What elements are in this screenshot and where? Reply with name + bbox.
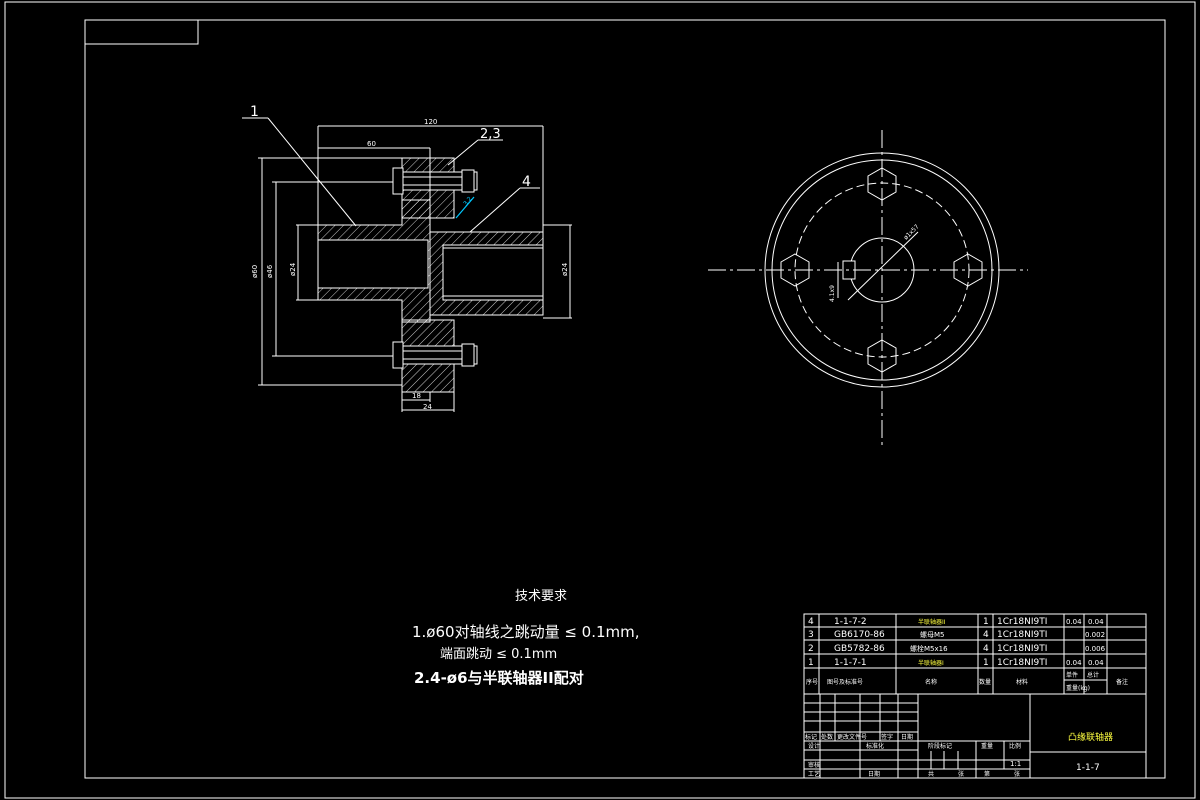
bom-rows: 4 1-1-7-2 半联轴器II 1 1Cr18NI9TI 0.04 0.04 …	[808, 617, 1106, 668]
tb-label-review: 审核	[808, 761, 820, 769]
dim-dia-bore-left: ø24	[289, 262, 297, 276]
bom-row-4-qty: 1	[983, 658, 989, 668]
tb-scale-value: 1:1	[1010, 760, 1021, 768]
bom-row-2-name: 螺母M5	[920, 630, 945, 639]
bom-row-4-w2: 0.04	[1088, 659, 1104, 667]
bom-row-3-name: 螺栓M5x16	[910, 644, 948, 653]
bom-row-1-name: 半联轴器II	[918, 618, 946, 626]
tb-label-sign: 签字	[881, 733, 893, 741]
title-block	[803, 693, 1147, 779]
tech-line-1: 1.ø60对轴线之跳动量 ≤ 0.1mm,	[412, 623, 640, 641]
bom-row-4-no: 1	[808, 658, 814, 668]
title-block-labels: 标记 处数 更改文件号 签字 日期 设计 标准化 审核 工艺 日期 阶段标记 重…	[805, 733, 1021, 778]
bom-header-total-weight: 总计	[1087, 671, 1099, 679]
side-key-label: 4.1x9	[829, 285, 836, 302]
tech-title: 技术要求	[515, 589, 567, 604]
tb-label-process: 工艺	[808, 770, 820, 778]
bom-row-1-w1: 0.04	[1066, 618, 1082, 626]
bom-row-1-code: 1-1-7-2	[834, 617, 867, 627]
tb-label-stage-mark: 阶段标记	[928, 742, 952, 750]
bom-row-2-qty: 4	[983, 630, 989, 640]
dim-dia-outer: ø60	[251, 265, 259, 278]
dim-half-length: 60	[367, 140, 376, 148]
drawing-frame-outer	[4, 1, 1196, 799]
tb-drawing-no: 1-1-7	[1076, 763, 1100, 773]
bom-row-2-material: 1Cr18NI9TI	[997, 630, 1047, 640]
balloon-2-3: 2,3	[480, 127, 501, 142]
tb-label-total: 共	[928, 770, 934, 778]
tb-label-scale: 比例	[1009, 742, 1021, 750]
bom-header-qty: 数量	[979, 678, 991, 686]
tech-line-3: 2.4-ø6与半联轴器II配对	[414, 669, 584, 687]
bom-row-2-w2: 0.002	[1085, 631, 1105, 639]
bom-row-4-name: 半联轴器I	[918, 659, 944, 667]
tb-label-date: 日期	[901, 733, 913, 741]
bom-row-3-qty: 4	[983, 644, 989, 654]
tech-line-2: 端面跳动 ≤ 0.1mm	[440, 647, 557, 662]
dim-flange-small: 18	[412, 392, 421, 400]
bolt-head-right	[953, 253, 983, 287]
balloon-4: 4	[522, 174, 531, 190]
bom-row-4-w1: 0.04	[1066, 659, 1082, 667]
bom-row-3-code: GB5782-86	[834, 644, 885, 654]
tb-label-sheet2: 张	[1014, 770, 1020, 778]
bom-row-4-material: 1Cr18NI9TI	[997, 658, 1047, 668]
dim-dia-bore-right: ø24	[561, 262, 569, 276]
roughness-value: 3.2	[462, 195, 474, 207]
tb-label-count: 处数	[821, 733, 833, 741]
dim-dia-bolt-circle: ø46	[266, 264, 274, 278]
frame-corner-box	[84, 19, 199, 45]
bom-header-code: 图号及标准号	[827, 678, 863, 686]
dim-flange-width: 24	[423, 403, 432, 411]
balloon-1: 1	[250, 104, 259, 120]
bom-row-1-w2: 0.04	[1088, 618, 1104, 626]
tb-label-page: 第	[984, 770, 990, 778]
bom-header-no: 序号	[806, 678, 818, 686]
tb-label-date2: 日期	[868, 770, 880, 778]
bom-header-remark: 备注	[1116, 678, 1128, 686]
tb-label-design: 设计	[808, 742, 820, 750]
bom-header-unit-weight: 单件	[1066, 671, 1078, 679]
bom-header: 序号 图号及标准号 名称 数量 材料 单件 总计 重量(kg) 备注	[806, 671, 1128, 692]
drawing-frame-inner	[84, 19, 1166, 779]
tb-label-weight: 重量	[981, 742, 993, 750]
tb-drawing-name: 凸缘联轴器	[1068, 731, 1113, 743]
tb-label-mark: 标记	[805, 733, 817, 741]
bom-row-1-no: 4	[808, 617, 814, 627]
dim-overall-length: 120	[424, 118, 437, 126]
front-section-view	[242, 117, 572, 412]
bom-row-3-material: 1Cr18NI9TI	[997, 644, 1047, 654]
bolt-head-left	[780, 253, 810, 287]
bom-row-3-no: 2	[808, 644, 814, 654]
bom-row-2-code: GB6170-86	[834, 630, 885, 640]
side-view	[708, 130, 1028, 445]
roughness-symbol	[455, 196, 475, 219]
bom-row-1-material: 1Cr18NI9TI	[997, 617, 1047, 627]
bom-row-2-no: 3	[808, 630, 814, 640]
bom-header-weight: 重量(kg)	[1066, 684, 1090, 692]
bom-header-material: 材料	[1016, 678, 1028, 686]
tb-label-sheet: 张	[958, 770, 964, 778]
tb-label-standardize: 标准化	[866, 742, 884, 750]
bom-row-1-qty: 1	[983, 617, 989, 627]
bom-header-name: 名称	[925, 678, 937, 686]
tb-label-change-doc: 更改文件号	[837, 733, 867, 741]
bom-row-3-w2: 0.006	[1085, 645, 1106, 653]
bom-row-4-code: 1-1-7-1	[834, 658, 867, 668]
